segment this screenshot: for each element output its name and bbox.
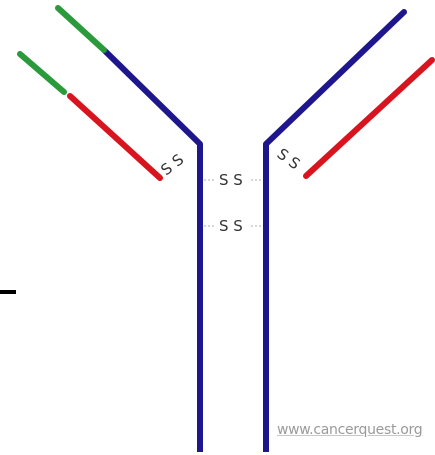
light-chain-right <box>303 57 435 179</box>
heavy-chain-right-arm <box>263 9 407 147</box>
disulfide-bond-hinge-2: S S <box>219 217 243 235</box>
disulfide-bond-right-arm: S S <box>274 145 304 174</box>
watermark: www.cancerquest.org <box>277 422 423 438</box>
disulfide-bond-hinge-1: S S <box>219 171 243 189</box>
heavy-chain-left-arm <box>101 47 203 147</box>
variable-region-heavy-left <box>55 5 107 53</box>
disulfide-bond-left-arm: S S <box>157 150 187 179</box>
light-chain-left <box>67 93 163 181</box>
variable-region-light-left <box>17 51 67 95</box>
